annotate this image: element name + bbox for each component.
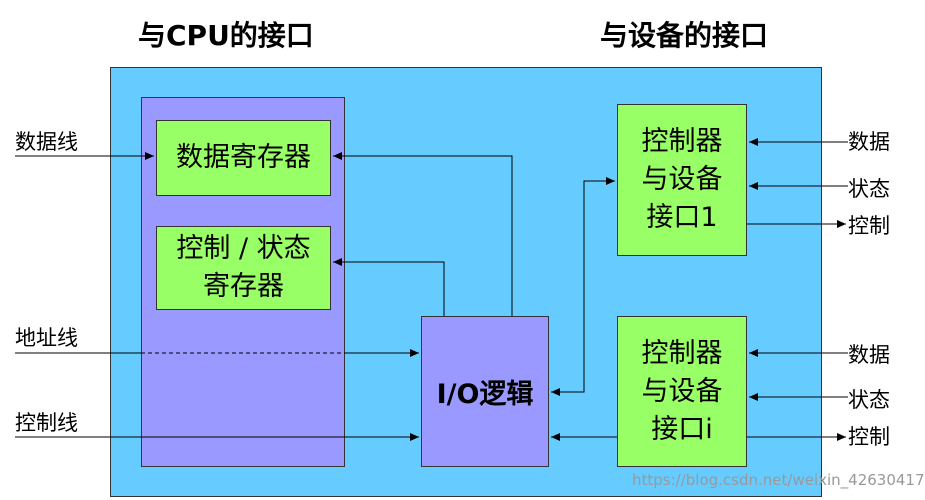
device-interface-i: 控制器 与设备 接口i — [617, 316, 747, 467]
io-to-control-status-register — [333, 258, 445, 316]
device-i-status-label: 状态 — [848, 388, 890, 412]
device-interface-i-line3: 接口i — [651, 413, 713, 445]
address-line-label: 地址线 — [15, 326, 78, 350]
device-1-control-label: 控制 — [848, 214, 890, 238]
watermark: https://blog.csdn.net/weixin_42630417 — [632, 471, 925, 489]
control-status-register-label-line1: 控制 / 状态 — [176, 233, 311, 264]
device-1-status-label: 状态 — [848, 177, 890, 201]
control-status-register: 控制 / 状态 寄存器 — [156, 226, 331, 310]
data-register: 数据寄存器 — [156, 120, 331, 196]
cpu-interface-heading: 与CPU的接口 — [138, 19, 314, 52]
device-interface-heading: 与设备的接口 — [600, 19, 769, 52]
io-to-data-register — [333, 152, 513, 316]
device-interface-i-line2: 与设备 — [641, 375, 723, 407]
device-interface-1-line3: 接口1 — [646, 202, 718, 233]
device-i-control-label: 控制 — [848, 425, 890, 449]
control-status-register-label-line2: 寄存器 — [203, 271, 284, 302]
device-interface-1-line2: 与设备 — [641, 164, 723, 195]
device-interface-i-line1: 控制器 — [641, 337, 723, 369]
data-register-label: 数据寄存器 — [176, 142, 311, 173]
device-interface-1: 控制器 与设备 接口1 — [617, 104, 747, 256]
device-i-data-label: 数据 — [848, 343, 890, 367]
device-interface-1-line1: 控制器 — [641, 126, 723, 157]
io-logic-label: I/O逻辑 — [436, 379, 534, 410]
io-logic-block: I/O逻辑 — [421, 316, 549, 467]
device-1-data-label: 数据 — [848, 130, 890, 154]
data-line-label: 数据线 — [15, 130, 78, 154]
control-line-label: 控制线 — [15, 411, 78, 435]
io-to-interface-1 — [559, 177, 615, 393]
